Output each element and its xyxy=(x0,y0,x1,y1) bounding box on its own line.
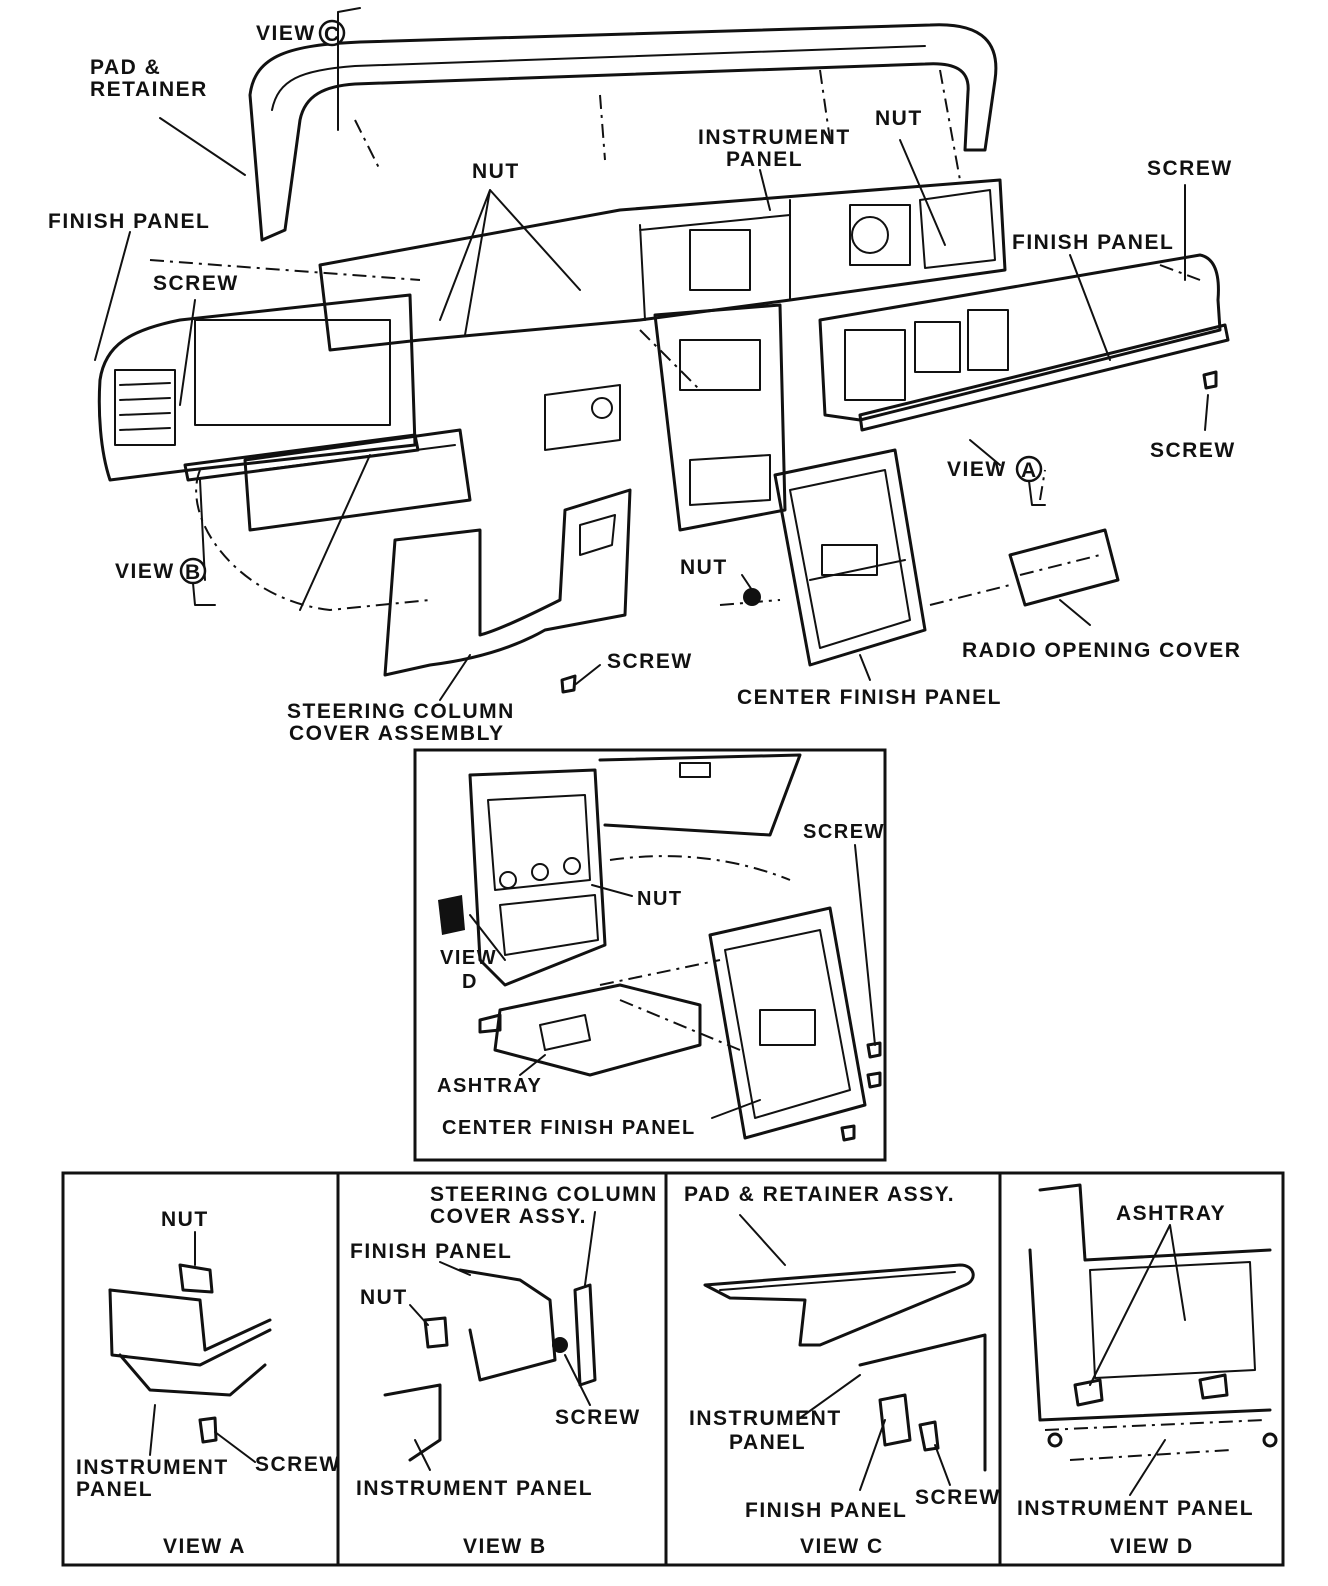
view-c-marker: VIEW C xyxy=(256,7,361,131)
screw-left-label: SCREW xyxy=(153,272,239,295)
view-c-finish-panel-label: FINISH PANEL xyxy=(745,1499,907,1522)
inset-view-d-label-2: D xyxy=(462,971,478,993)
main-exploded-view: VIEW C PAD & RETAINER NUT INSTRUMENT PAN… xyxy=(48,7,1241,745)
finish-panel-left-label: FINISH PANEL xyxy=(48,210,210,233)
inset-view-d-label-1: VIEW xyxy=(440,947,497,969)
view-b-detail: STEERING COLUMN COVER ASSY. FINISH PANEL… xyxy=(350,1183,658,1558)
view-b-label: VIEW xyxy=(115,560,175,583)
view-c-screw-label: SCREW xyxy=(915,1486,1001,1509)
view-c-detail: PAD & RETAINER ASSY. INSTRUMENT PANEL FI… xyxy=(684,1183,1001,1558)
view-b-marker: VIEW B xyxy=(115,557,216,606)
nut-top-left-label: NUT xyxy=(472,160,520,183)
view-b-nut-label: NUT xyxy=(360,1286,408,1309)
view-c-letter: C xyxy=(324,23,341,46)
radio-opening-cover-label: RADIO OPENING COVER xyxy=(962,639,1241,662)
inset-nut-label: NUT xyxy=(637,888,683,910)
view-a-letter: A xyxy=(1021,459,1038,482)
view-d-instrument-panel-label: INSTRUMENT PANEL xyxy=(1017,1497,1254,1520)
screw-right-hardware xyxy=(1202,370,1218,390)
view-a-label: VIEW xyxy=(947,458,1007,481)
view-b-finish-panel-label: FINISH PANEL xyxy=(350,1240,512,1263)
view-c-pad-retainer-label: PAD & RETAINER ASSY. xyxy=(684,1183,955,1206)
left-finish-panel-part xyxy=(97,293,420,482)
steering-column-cover-part xyxy=(383,384,632,677)
inset-ashtray-label: ASHTRAY xyxy=(437,1075,542,1097)
view-a-instrument-panel-label-1: INSTRUMENT xyxy=(76,1456,229,1479)
center-finish-panel-part xyxy=(773,448,927,667)
finish-panel-right-label: FINISH PANEL xyxy=(1012,231,1174,254)
instrument-panel-label-2: PANEL xyxy=(726,148,803,171)
view-d-ashtray-label: ASHTRAY xyxy=(1116,1202,1226,1225)
instrument-panel-label-1: INSTRUMENT xyxy=(698,126,851,149)
view-a-nut-label: NUT xyxy=(161,1208,209,1231)
view-b-screw-label: SCREW xyxy=(555,1406,641,1429)
steering-column-label-1: STEERING COLUMN xyxy=(287,700,515,723)
nut-center-label: NUT xyxy=(680,556,728,579)
view-b-steering-label-2: COVER ASSY. xyxy=(430,1205,587,1228)
right-finish-panel-part xyxy=(818,253,1230,432)
center-finish-panel-label: CENTER FINISH PANEL xyxy=(737,686,1002,709)
nut-top-right-label: NUT xyxy=(875,107,923,130)
view-a-detail: NUT INSTRUMENT PANEL SCREW VIEW A xyxy=(76,1208,341,1558)
inset-center-finish-panel-label: CENTER FINISH PANEL xyxy=(442,1117,696,1139)
view-b-caption: VIEW B xyxy=(463,1535,547,1558)
view-c-instrument-panel-label-1: INSTRUMENT xyxy=(689,1407,842,1430)
screw-top-right-label: SCREW xyxy=(1147,157,1233,180)
view-c-instrument-panel-label-2: PANEL xyxy=(729,1431,806,1454)
view-a-instrument-panel-label-2: PANEL xyxy=(76,1478,153,1501)
screw-bottom-label: SCREW xyxy=(607,650,693,673)
view-a-screw-label: SCREW xyxy=(255,1453,341,1476)
view-a-marker: VIEW A xyxy=(947,455,1046,506)
screw-bottom-hardware xyxy=(560,674,577,694)
detail-views-strip: NUT INSTRUMENT PANEL SCREW VIEW A STEERI… xyxy=(61,1171,1285,1567)
view-b-steering-label-1: STEERING COLUMN xyxy=(430,1183,658,1206)
view-d-caption: VIEW D xyxy=(1110,1535,1194,1558)
pad-retainer-label-1: PAD & xyxy=(90,56,161,79)
view-c-label: VIEW xyxy=(256,22,316,45)
view-c-caption: VIEW C xyxy=(800,1535,884,1558)
view-b-letter: B xyxy=(185,561,202,584)
screw-right-label: SCREW xyxy=(1150,439,1236,462)
steering-column-label-2: COVER ASSEMBLY xyxy=(289,722,505,745)
center-inset-view: SCREW NUT VIEW D ASHTRAY CENTER FINISH P… xyxy=(413,748,887,1162)
view-d-detail: ASHTRAY INSTRUMENT PANEL VIEW D xyxy=(1017,1183,1278,1558)
pad-retainer-part xyxy=(248,23,998,242)
inset-screw-label: SCREW xyxy=(803,821,885,843)
pad-retainer-label-2: RETAINER xyxy=(90,78,208,101)
view-b-instrument-panel-label: INSTRUMENT PANEL xyxy=(356,1477,593,1500)
view-a-caption: VIEW A xyxy=(163,1535,246,1558)
radio-opening-cover-part xyxy=(1008,528,1120,607)
